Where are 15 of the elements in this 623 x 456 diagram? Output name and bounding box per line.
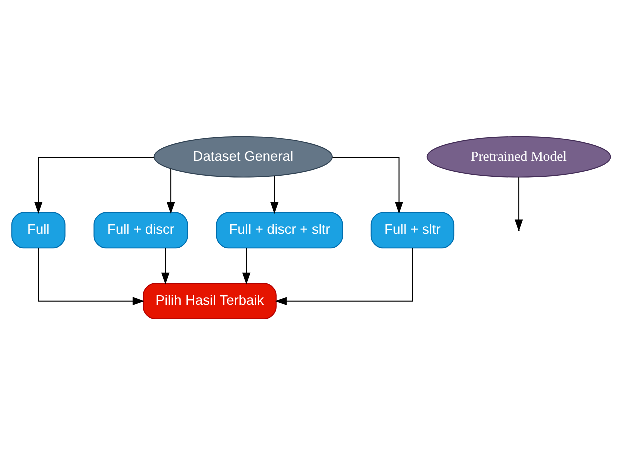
- arrow: [275, 248, 414, 306]
- node-ellipse: Dataset General: [154, 136, 333, 178]
- arrow: [38, 248, 145, 306]
- node-box: Full: [12, 212, 66, 249]
- arrow: [166, 168, 176, 214]
- arrow: [242, 248, 251, 285]
- node-box: Full + sltr: [370, 212, 455, 249]
- arrow: [162, 248, 170, 285]
- node-box: Pilih Hasil Terbaik: [143, 283, 277, 320]
- node-ellipse: Pretrained Model: [426, 136, 612, 178]
- arrow: [270, 176, 279, 214]
- node-box: Full + discr: [94, 212, 188, 249]
- arrow: [34, 157, 155, 214]
- arrow: [332, 157, 404, 214]
- node-box: Full + discr + sltr: [216, 212, 344, 249]
